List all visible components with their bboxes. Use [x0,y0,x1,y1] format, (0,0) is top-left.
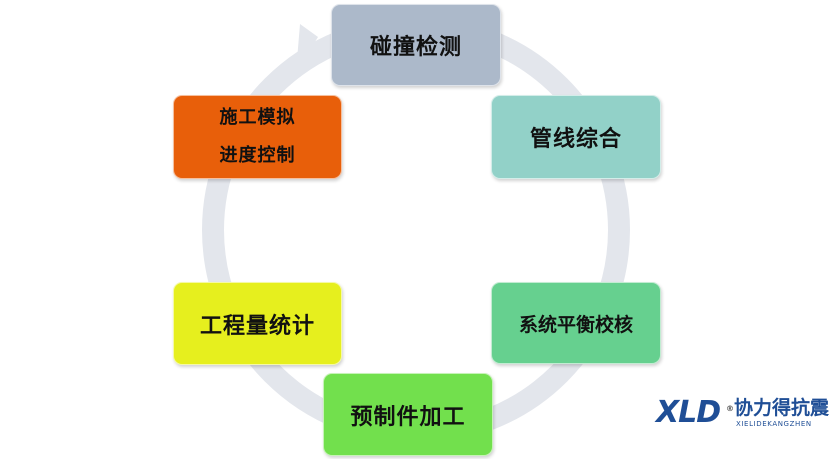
node-construction-simulation-line2: 进度控制 [219,145,296,166]
cycle-arrowhead [296,24,318,72]
node-collision-detection-label: 碰撞检测 [369,35,462,60]
registered-mark: ® [726,404,734,413]
logo-mark: XLD ® [656,395,734,430]
node-collision-detection: 碰撞检测 [331,4,501,86]
node-system-balance-check: 系统平衡校核 [491,282,661,364]
node-quantity-statistics-label: 工程量统计 [199,313,315,339]
node-pipeline-integration-label: 管线综合 [529,127,622,152]
logo-english-name: XIELIDEKANGZHEN [736,420,812,428]
node-prefab-processing: 预制件加工 [323,373,493,456]
node-quantity-statistics: 工程量统计 [173,282,342,365]
node-construction-simulation: 施工模拟 进度控制 [173,95,342,179]
logo-mark-text: XLD [656,395,721,430]
node-pipeline-integration: 管线综合 [491,95,661,179]
node-construction-simulation-line1: 施工模拟 [219,107,296,128]
company-logo: XLD ® 协力得抗震 XIELIDEKANGZHEN [656,395,830,436]
node-system-balance-check-label: 系统平衡校核 [518,313,633,336]
logo-chinese-name: 协力得抗震 [734,397,830,419]
node-prefab-processing-label: 预制件加工 [350,404,466,430]
